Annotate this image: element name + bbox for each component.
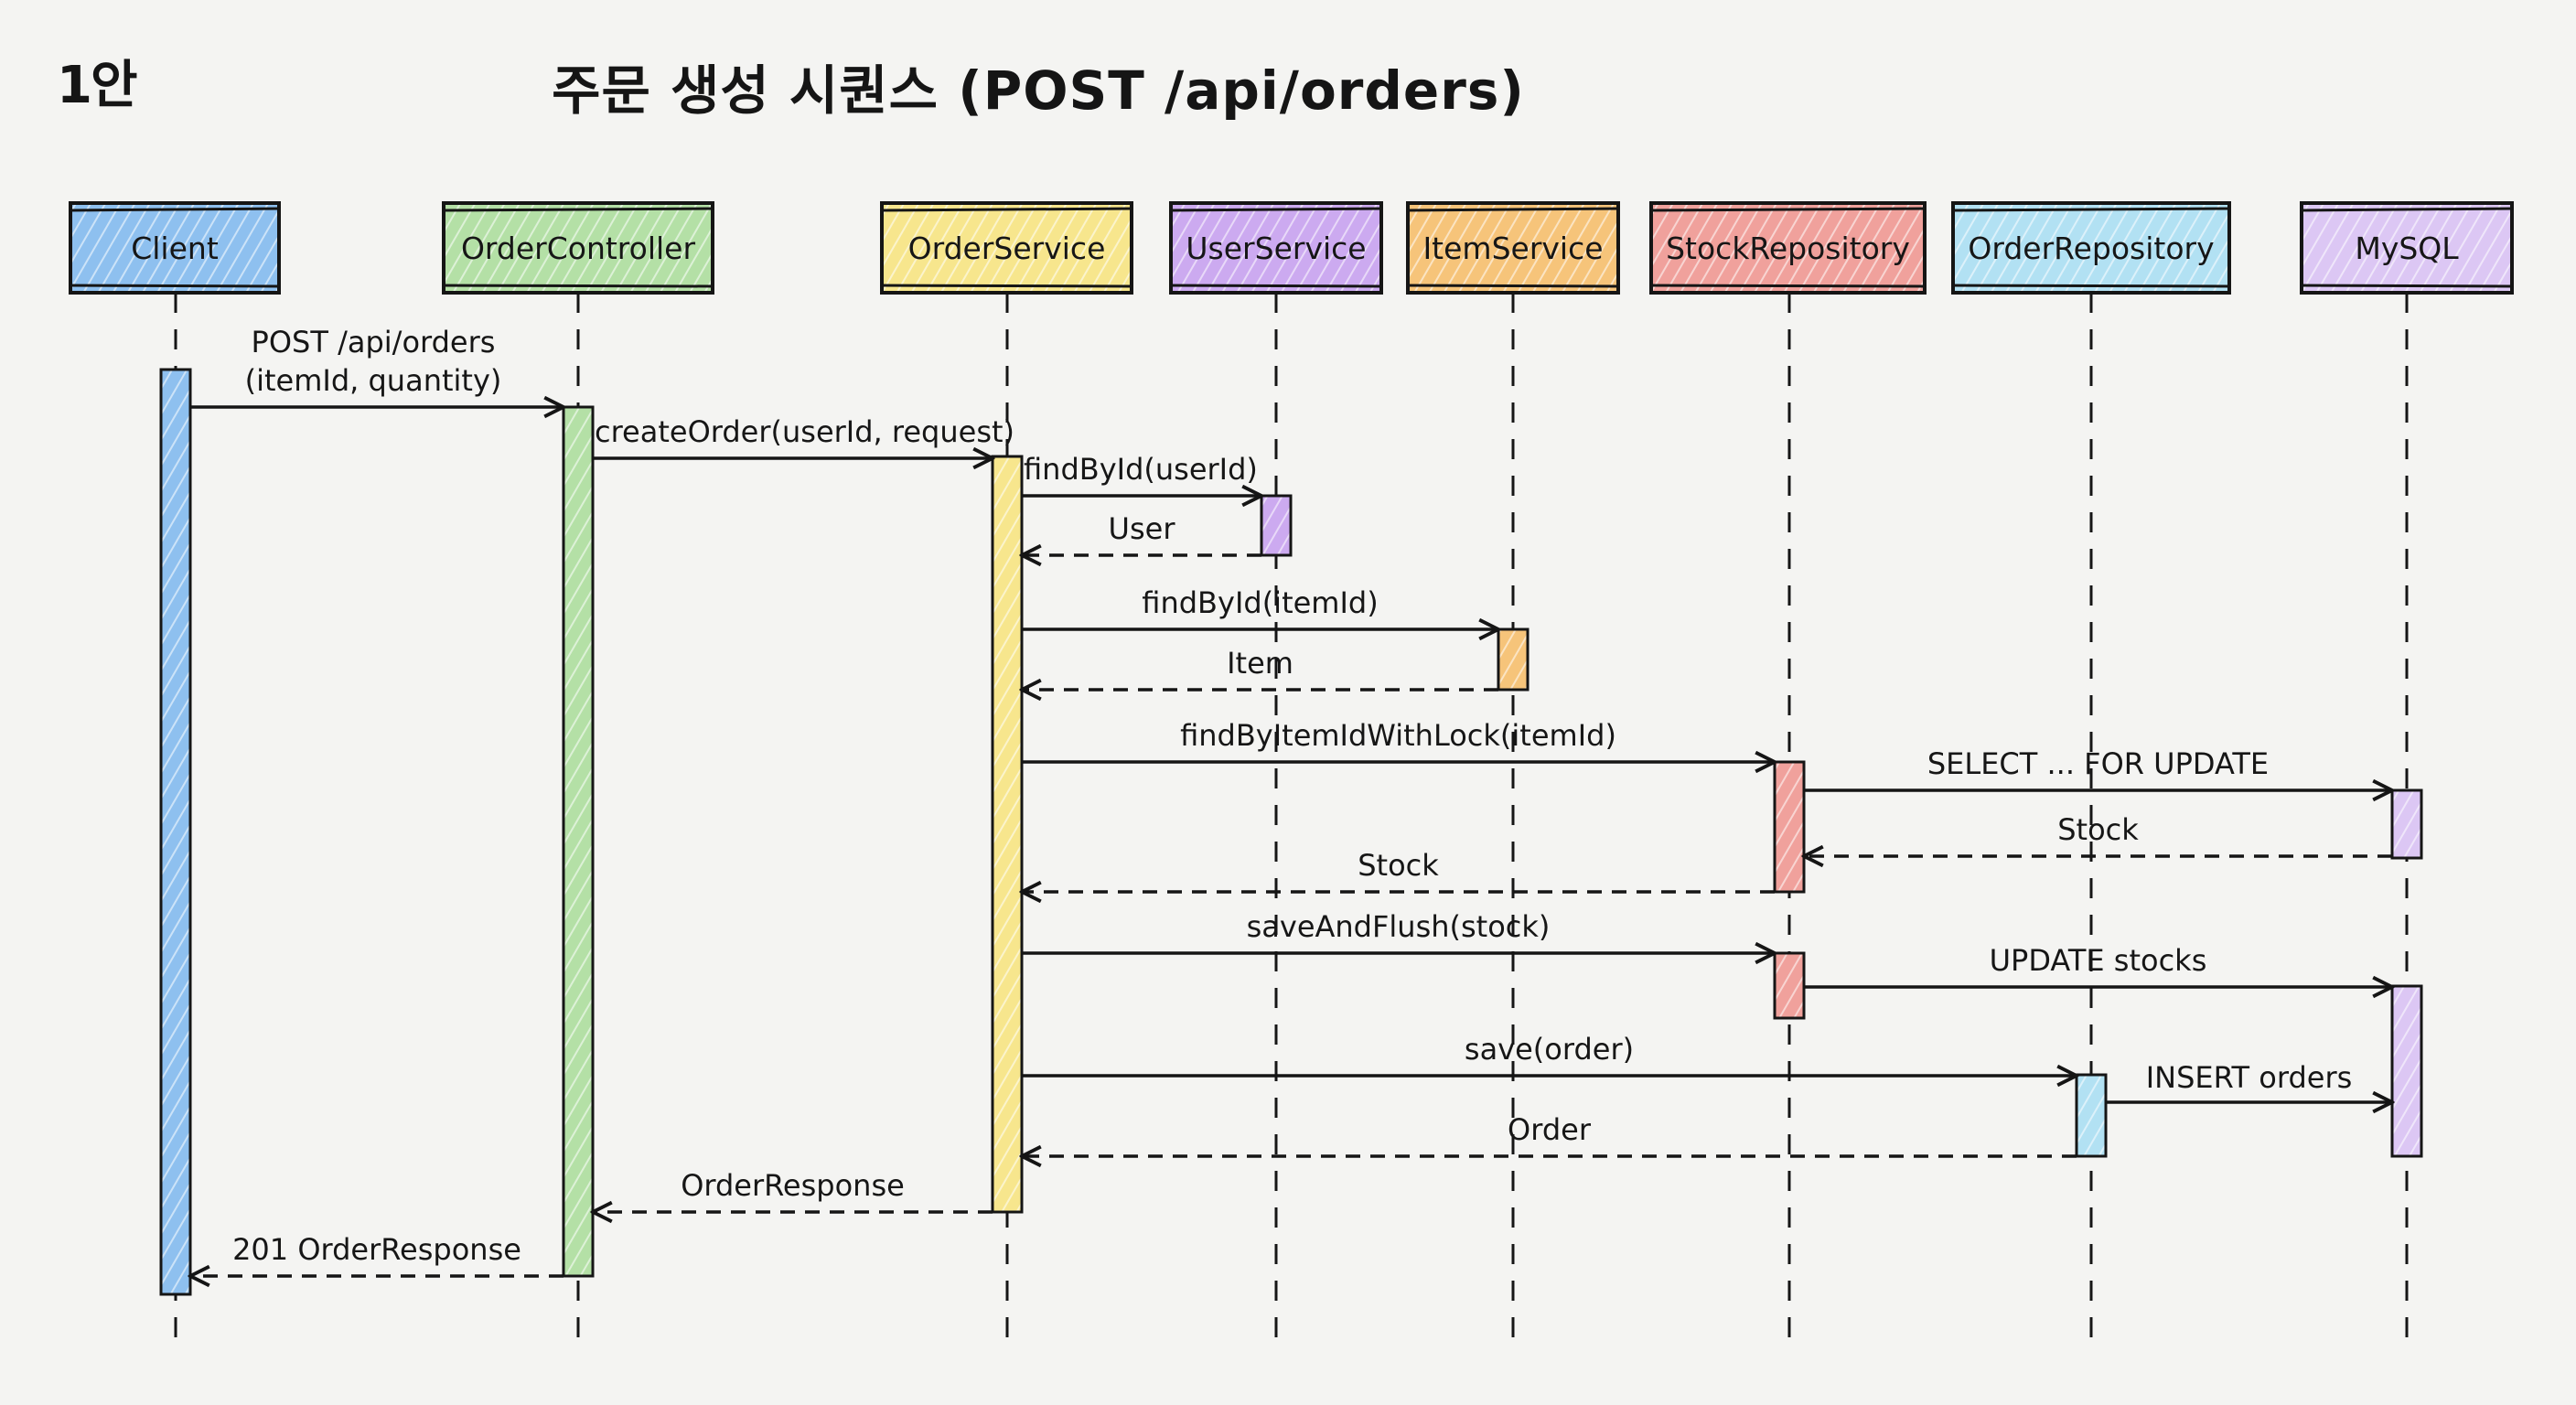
participant-order-repository[interactable]: OrderRepository <box>1950 201 2232 295</box>
call-message: save(order) <box>1022 1032 2077 1076</box>
return-message: OrderResponse <box>593 1168 993 1212</box>
message-label: findById(itemId) <box>1142 585 1378 620</box>
participant-stock-repository[interactable]: StockRepository <box>1648 201 1927 295</box>
participant-label: OrderController <box>461 231 696 266</box>
participant-label: ItemService <box>1422 231 1603 266</box>
participant-mysql[interactable]: MySQL <box>2299 201 2515 295</box>
message-label: createOrder(userId, request) <box>595 414 1014 449</box>
return-message: 201 OrderResponse <box>190 1232 564 1276</box>
message-label: SELECT ... FOR UPDATE <box>1927 746 2269 781</box>
message-label: findById(userId) <box>1024 452 1258 487</box>
message-label: Order <box>1508 1112 1592 1147</box>
return-message: Stock <box>1804 812 2392 856</box>
diagram-title: 주문 생성 시퀀스 (POST /api/orders) <box>552 59 1525 122</box>
activation-bar-item-service <box>1497 627 1530 692</box>
message-label: POST /api/orders <box>252 325 496 359</box>
message-label: saveAndFlush(stock) <box>1247 909 1551 944</box>
message-label: OrderResponse <box>681 1168 905 1203</box>
participant-client[interactable]: Client <box>68 201 282 295</box>
call-message: INSERT orders <box>2106 1060 2392 1102</box>
call-message: createOrder(userId, request) <box>593 414 1014 458</box>
message-label-line2: (itemId, quantity) <box>245 363 502 398</box>
participant-item-service[interactable]: ItemService <box>1405 201 1621 295</box>
participant-label: OrderRepository <box>1968 231 2214 266</box>
message-label: Item <box>1227 646 1293 681</box>
activation-bar-order-controller <box>562 405 595 1278</box>
participant-label: StockRepository <box>1666 231 1910 266</box>
activation-bar-mysql <box>2390 788 2423 860</box>
call-message: POST /api/orders (itemId, quantity) <box>190 325 564 407</box>
return-message: Item <box>1022 646 1498 690</box>
participant-user-service[interactable]: UserService <box>1168 201 1384 295</box>
return-message: User <box>1022 511 1261 555</box>
activation-bar-mysql <box>2390 984 2423 1158</box>
activation-bar-client <box>159 368 192 1296</box>
participant-label: UserService <box>1186 231 1366 266</box>
activation-bar-order-repository <box>2075 1073 2108 1158</box>
call-message: findById(userId) <box>1022 452 1261 496</box>
message-label: 201 OrderResponse <box>232 1232 521 1267</box>
activation-bar-user-service <box>1260 494 1293 557</box>
participant-label: Client <box>131 231 219 266</box>
return-message: Stock <box>1022 848 1775 892</box>
call-message: SELECT ... FOR UPDATE <box>1804 746 2392 790</box>
message-label: Stock <box>2057 812 2139 847</box>
participant-label: OrderService <box>908 231 1106 266</box>
return-message: Order <box>1022 1112 2077 1156</box>
activation-bar-stock-repository <box>1773 760 1806 894</box>
activation-bar-order-service <box>991 455 1024 1214</box>
message-label: findByItemIdWithLock(itemId) <box>1180 718 1616 753</box>
message-label: INSERT orders <box>2146 1060 2353 1095</box>
participant-label: MySQL <box>2355 231 2459 266</box>
call-message: UPDATE stocks <box>1804 943 2392 987</box>
message-label: UPDATE stocks <box>1990 943 2207 978</box>
variant-label: 1안 <box>57 56 137 115</box>
call-message: saveAndFlush(stock) <box>1022 909 1775 953</box>
participant-order-service[interactable]: OrderService <box>879 201 1134 295</box>
activation-bar-stock-repository <box>1773 951 1806 1020</box>
message-label: save(order) <box>1465 1032 1634 1067</box>
call-message: findByItemIdWithLock(itemId) <box>1022 718 1775 762</box>
message-label: Stock <box>1358 848 1439 883</box>
message-label: User <box>1109 511 1176 546</box>
participant-order-controller[interactable]: OrderController <box>441 201 715 295</box>
call-message: findById(itemId) <box>1022 585 1498 629</box>
